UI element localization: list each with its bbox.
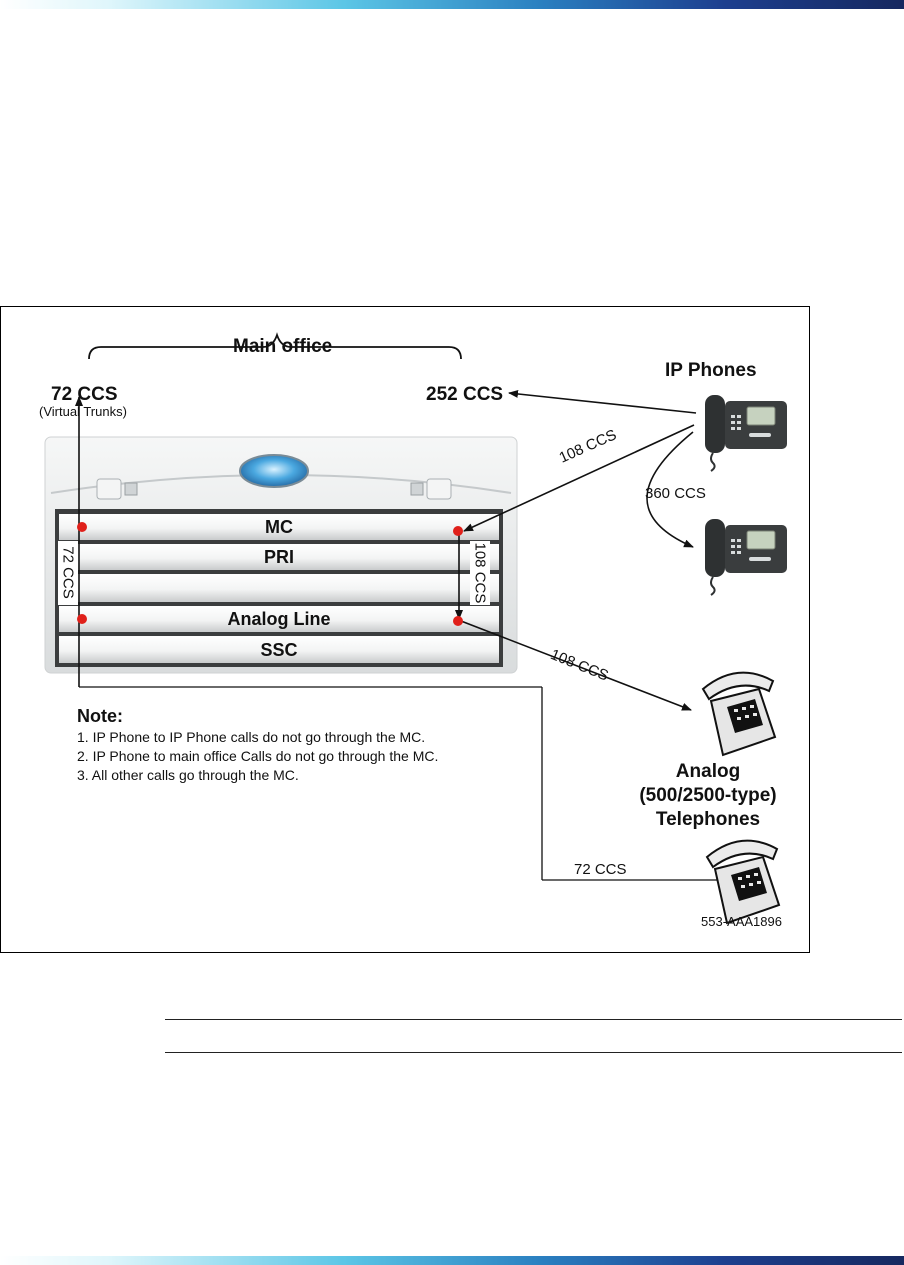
connection-dots: [77, 522, 463, 626]
analog-label-line-2: (500/2500-type): [639, 785, 777, 806]
slot-label-analog-line: Analog Line: [227, 609, 331, 629]
virtual-trunks-sublabel: (Virtual Trunks): [39, 404, 127, 419]
ip-to-ip-arrow: [646, 431, 694, 548]
ip-phones-label: IP Phones: [665, 360, 757, 381]
slot-label-mc: MC: [265, 517, 293, 537]
bottom-gradient-band: [0, 1256, 904, 1265]
top-gradient-band: [0, 0, 904, 9]
ccs-traffic-diagram: Main office 72 CCS (Virtual Trunks) 252 …: [0, 306, 810, 953]
slot-empty: [59, 574, 499, 602]
analog-phone-icon-1: [701, 671, 777, 757]
divider-bottom: [165, 1052, 902, 1053]
nortel-logo: [239, 454, 309, 488]
analog-trunk-ccs-label: 72 CCS: [574, 861, 627, 878]
note-title: Note:: [77, 706, 123, 726]
ip-to-ip-ccs-label: 360 CCS: [645, 485, 706, 502]
slot-stack: [59, 514, 499, 663]
note-item-1: 1. IP Phone to IP Phone calls do not go …: [77, 729, 426, 745]
note-item-3: 3. All other calls go through the MC.: [77, 767, 299, 783]
ip-phone-icon-2: [705, 519, 787, 596]
main-office-brace: [88, 332, 462, 360]
diagram-graphics: [44, 332, 787, 925]
slot-mc: [59, 514, 499, 540]
slot-ssc: [59, 636, 499, 663]
ip-phone-icon-1: [705, 395, 787, 472]
ip-to-main-arrow: [508, 389, 697, 414]
slot-analog-line: [59, 606, 499, 632]
analog-phone-icon-2: [705, 839, 781, 925]
main-office-ccs-label: 252 CCS: [426, 384, 504, 405]
virtual-trunk-ccs-label: 72 CCS: [51, 384, 118, 405]
slot-label-ssc: SSC: [260, 640, 298, 660]
slot-label-pri: PRI: [263, 547, 294, 567]
slot-pri: [59, 544, 499, 570]
figure-id: 553-AAA1896: [701, 914, 782, 929]
note-item-2: 2. IP Phone to main office Calls do not …: [77, 748, 439, 764]
analog-line-to-phone-arrow: [460, 620, 692, 711]
divider-top: [165, 1019, 902, 1020]
main-office-label: Main office: [233, 336, 333, 357]
analog-label-line-3: Telephones: [655, 809, 761, 830]
ip-to-mc-arrow: [463, 424, 695, 532]
analog-label-line-1: Analog: [675, 761, 741, 782]
